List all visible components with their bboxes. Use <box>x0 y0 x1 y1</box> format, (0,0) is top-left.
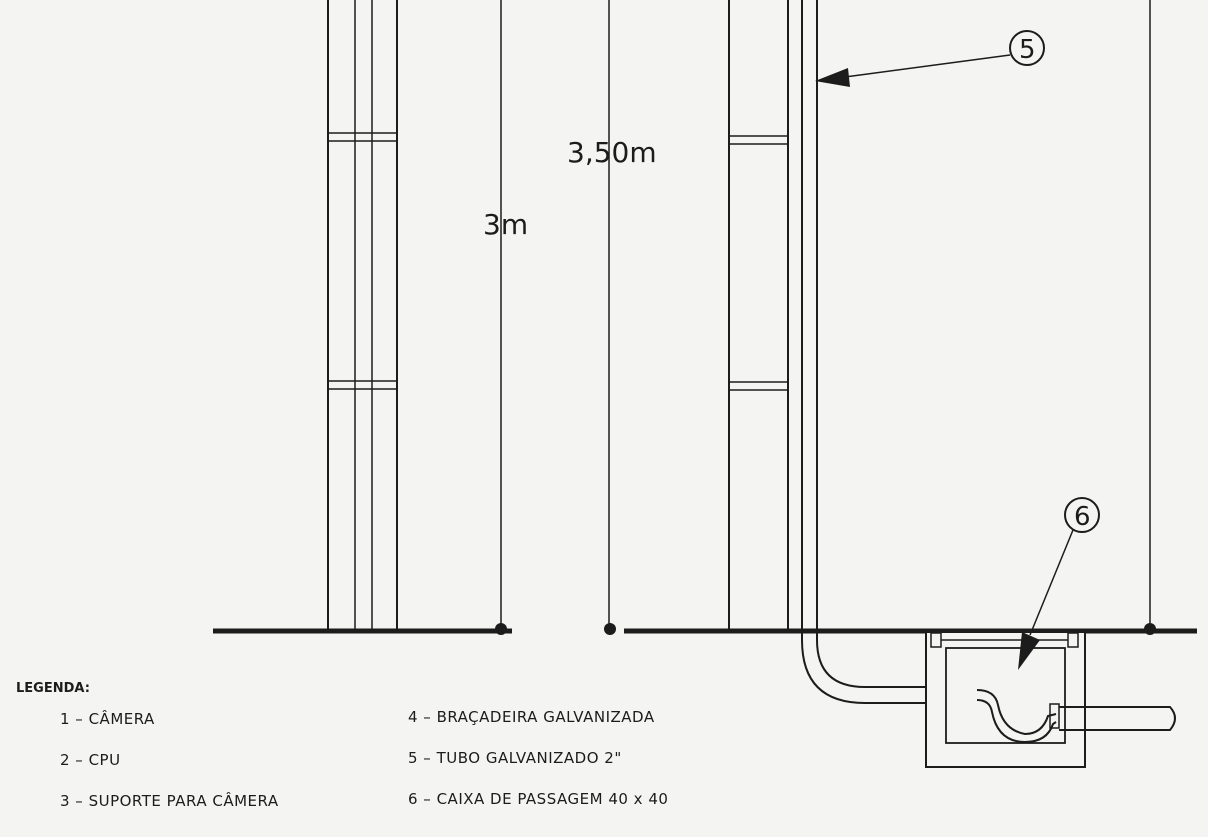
legend-title: LEGENDA: <box>16 681 90 696</box>
legend: LEGENDA: 1 – CÂMERA 2 – CPU 3 – SUPORTE … <box>16 681 668 810</box>
left-pole <box>327 0 398 630</box>
right-pole <box>728 0 789 630</box>
legend-item-3: 3 – SUPORTE PARA CÂMERA <box>60 791 279 810</box>
dimension-left <box>495 0 507 635</box>
left-pole-clamp-lower <box>327 380 398 390</box>
galvanized-conduit <box>801 0 978 708</box>
legend-item-5: 5 – TUBO GALVANIZADO 2" <box>408 749 622 767</box>
left-pole-clamp-upper <box>327 132 398 142</box>
dimension-right <box>604 0 616 635</box>
right-pole-clamp-upper <box>728 135 789 145</box>
callout-6: 6 <box>1018 497 1100 670</box>
callout-5: 5 <box>815 30 1045 87</box>
callout-6-label: 6 <box>1074 502 1091 532</box>
callout-5-label: 5 <box>1019 35 1036 65</box>
dimension-far-right <box>1144 0 1156 635</box>
dimension-label-3m: 3m <box>483 208 528 241</box>
junction-box <box>925 631 1176 768</box>
legend-item-4: 4 – BRAÇADEIRA GALVANIZADA <box>408 708 655 726</box>
legend-item-2: 2 – CPU <box>60 751 121 769</box>
legend-item-6: 6 – CAIXA DE PASSAGEM 40 x 40 <box>408 790 668 808</box>
right-pole-clamp-lower <box>728 381 789 391</box>
dimension-label-3-50m: 3,50m <box>567 136 657 169</box>
legend-item-1: 1 – CÂMERA <box>60 709 155 728</box>
